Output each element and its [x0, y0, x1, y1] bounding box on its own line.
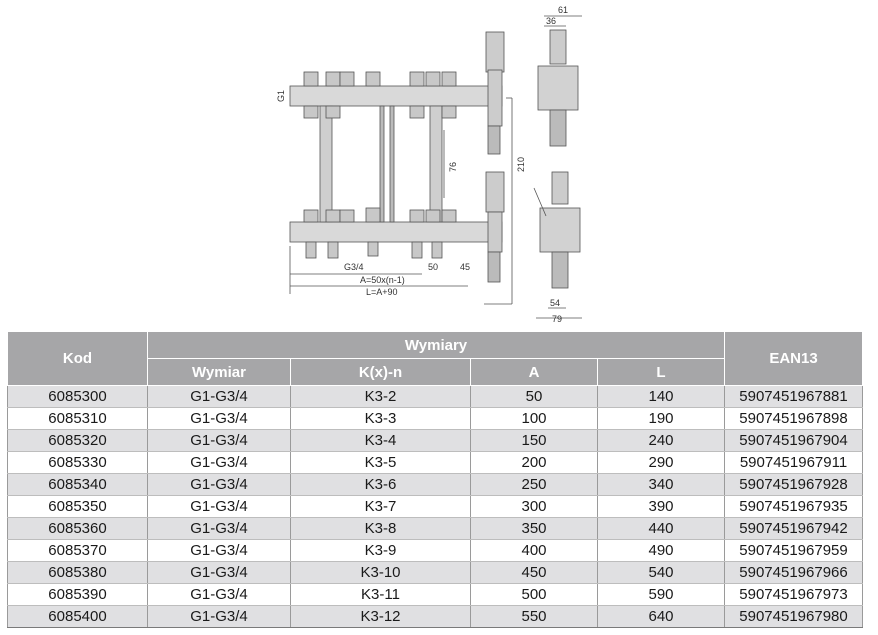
dim-formula-l: L=A+90 — [366, 287, 398, 297]
cell-l: 190 — [596, 407, 726, 430]
header-ean: EAN13 — [724, 331, 864, 386]
cell-a: 50 — [470, 385, 598, 408]
dim-thread-bottom: G3/4 — [344, 262, 364, 272]
cell-kod: 6085310 — [7, 407, 148, 430]
cell-ean: 5907451967959 — [724, 539, 864, 562]
cell-kod: 6085400 — [7, 605, 148, 628]
cell-ean: 5907451967928 — [724, 473, 864, 496]
cell-kod: 6085340 — [7, 473, 148, 496]
cell-wymiar: G1-G3/4 — [147, 407, 291, 430]
cell-wymiar: G1-G3/4 — [147, 451, 291, 474]
cell-kxn: K3-3 — [290, 407, 471, 430]
cell-l: 490 — [596, 539, 726, 562]
header-wymiar: Wymiar — [147, 358, 291, 386]
cell-wymiar: G1-G3/4 — [147, 495, 291, 518]
cell-kxn: K3-8 — [290, 517, 471, 540]
cell-wymiar: G1-G3/4 — [147, 605, 291, 628]
cell-kxn: K3-12 — [290, 605, 471, 628]
cell-kod: 6085380 — [7, 561, 148, 584]
cell-a: 550 — [470, 605, 598, 628]
cell-a: 100 — [470, 407, 598, 430]
header-kod: Kod — [7, 331, 148, 386]
cell-kxn: K3-10 — [290, 561, 471, 584]
dim-formula-a: A=50x(n-1) — [360, 275, 405, 285]
cell-ean: 5907451967942 — [724, 517, 864, 540]
cell-kxn: K3-6 — [290, 473, 471, 496]
header-wymiary: Wymiary — [146, 331, 726, 359]
cell-a: 200 — [470, 451, 598, 474]
cell-wymiar: G1-G3/4 — [147, 539, 291, 562]
cell-kod: 6085360 — [7, 517, 148, 540]
cell-kxn: K3-9 — [290, 539, 471, 562]
dim-height: 210 — [516, 157, 526, 172]
cell-ean: 5907451967904 — [724, 429, 864, 452]
dim-outlet: 45 — [460, 262, 470, 272]
cell-a: 250 — [470, 473, 598, 496]
dim-spacing: 76 — [448, 162, 458, 172]
cell-a: 150 — [470, 429, 598, 452]
cell-a: 450 — [470, 561, 598, 584]
cell-l: 440 — [596, 517, 726, 540]
header-kxn: K(x)-n — [290, 358, 471, 386]
cell-kod: 6085300 — [7, 385, 148, 408]
cell-kxn: K3-4 — [290, 429, 471, 452]
cell-kod: 6085320 — [7, 429, 148, 452]
cell-kxn: K3-2 — [290, 385, 471, 408]
cell-l: 290 — [596, 451, 726, 474]
dim-bottom-width: 79 — [552, 314, 562, 324]
dim-top-offset: 36 — [546, 16, 556, 26]
cell-l: 240 — [596, 429, 726, 452]
header-l: L — [596, 358, 726, 386]
cell-l: 590 — [596, 583, 726, 606]
technical-drawing: 61 36 G1 210 76 G3/4 50 45 A=50x(n-1) L=… — [262, 2, 602, 324]
cell-wymiar: G1-G3/4 — [147, 517, 291, 540]
cell-kod: 6085370 — [7, 539, 148, 562]
cell-ean: 5907451967935 — [724, 495, 864, 518]
cell-l: 340 — [596, 473, 726, 496]
cell-kod: 6085350 — [7, 495, 148, 518]
cell-wymiar: G1-G3/4 — [147, 473, 291, 496]
cell-kod: 6085330 — [7, 451, 148, 474]
dim-thread-left: G1 — [276, 90, 286, 102]
cell-kxn: K3-11 — [290, 583, 471, 606]
header-a: A — [470, 358, 598, 386]
cell-wymiar: G1-G3/4 — [147, 583, 291, 606]
cell-kxn: K3-5 — [290, 451, 471, 474]
cell-l: 640 — [596, 605, 726, 628]
cell-wymiar: G1-G3/4 — [147, 429, 291, 452]
cell-ean: 5907451967898 — [724, 407, 864, 430]
cell-l: 140 — [596, 385, 726, 408]
cell-ean: 5907451967911 — [724, 451, 864, 474]
cell-a: 400 — [470, 539, 598, 562]
cell-l: 540 — [596, 561, 726, 584]
cell-ean: 5907451967966 — [724, 561, 864, 584]
spec-table: Kod Wymiary EAN13 Wymiar K(x)-n A L 6085… — [7, 331, 864, 628]
cell-a: 500 — [470, 583, 598, 606]
cell-ean: 5907451967973 — [724, 583, 864, 606]
cell-kxn: K3-7 — [290, 495, 471, 518]
dim-pitch: 50 — [428, 262, 438, 272]
dim-bottom-offset: 54 — [550, 298, 560, 308]
cell-ean: 5907451967980 — [724, 605, 864, 628]
cell-l: 390 — [596, 495, 726, 518]
cell-wymiar: G1-G3/4 — [147, 385, 291, 408]
cell-wymiar: G1-G3/4 — [147, 561, 291, 584]
cell-a: 350 — [470, 517, 598, 540]
cell-kod: 6085390 — [7, 583, 148, 606]
cell-a: 300 — [470, 495, 598, 518]
cell-ean: 5907451967881 — [724, 385, 864, 408]
dim-top-width: 61 — [558, 5, 568, 15]
